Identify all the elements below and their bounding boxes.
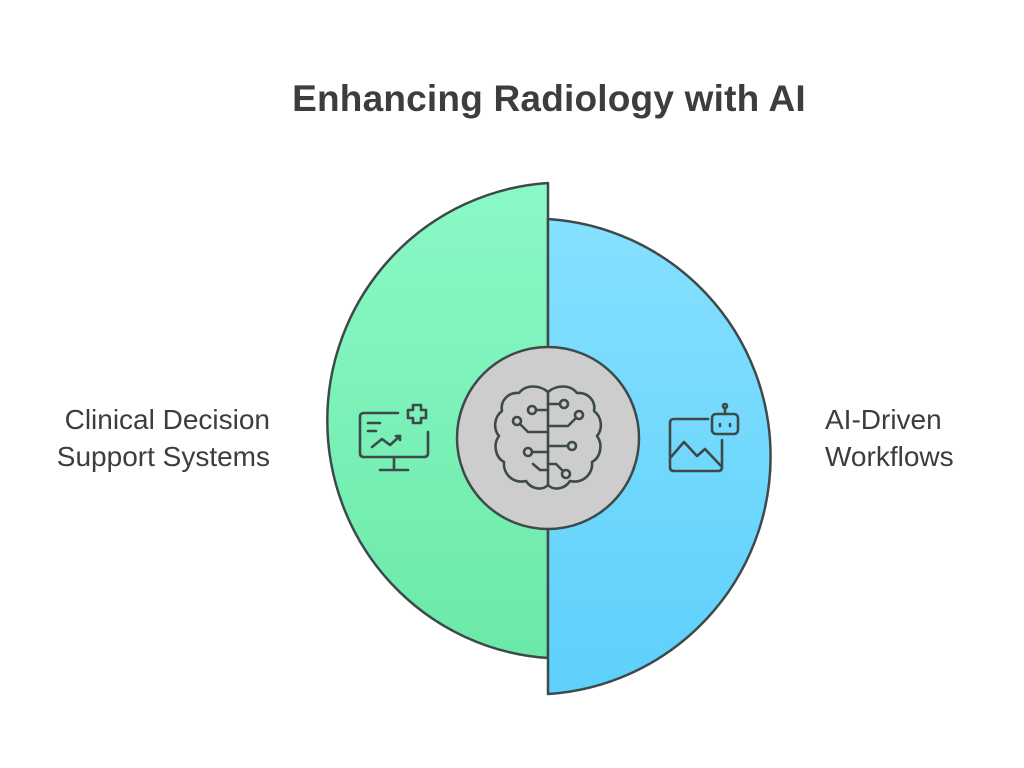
left-segment [326, 181, 550, 660]
label-line: Clinical Decision [64, 404, 270, 435]
label-line: Support Systems [56, 441, 270, 472]
label-line: Workflows [825, 441, 954, 472]
label-clinical-decision-support: Clinical Decision Support Systems [57, 401, 270, 475]
page-title: Enhancing Radiology with AI [292, 78, 806, 119]
label-line: AI-Driven [825, 404, 942, 435]
monitor-chart-medical-icon [358, 403, 430, 472]
brain-circuit-icon [493, 385, 603, 490]
right-segment [546, 217, 772, 696]
image-robot-icon [668, 402, 740, 473]
label-ai-driven-workflows: AI-Driven Workflows [825, 401, 954, 475]
